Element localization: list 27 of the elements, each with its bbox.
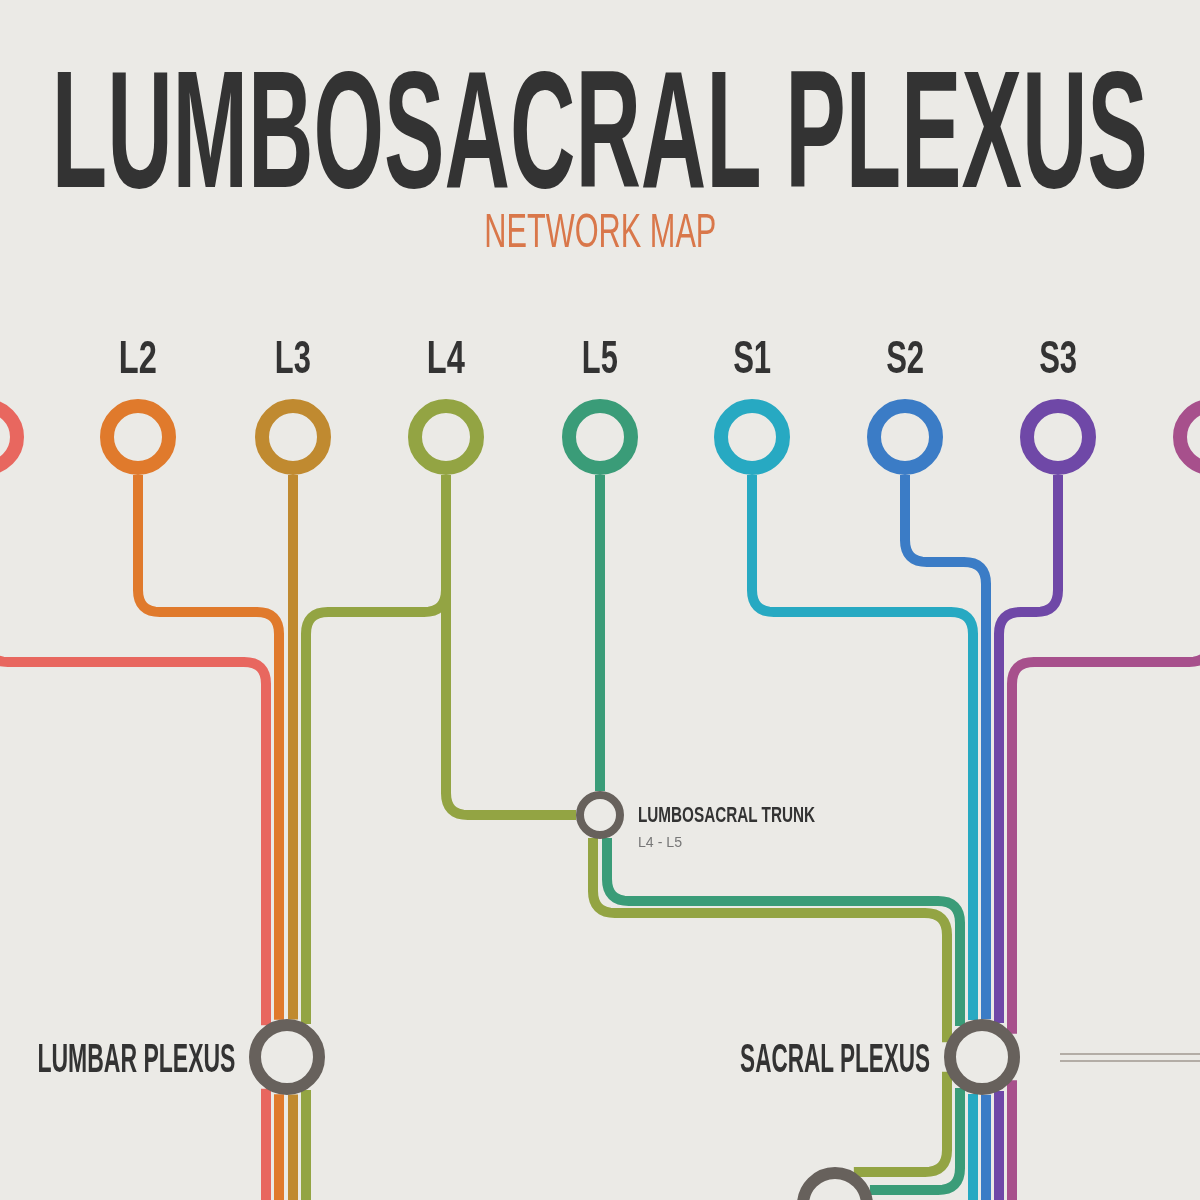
nerve-line bbox=[869, 1088, 965, 1195]
nerve-line bbox=[301, 1089, 311, 1200]
node-label: L3 bbox=[275, 334, 311, 380]
nerve-line bbox=[274, 1094, 284, 1200]
node-label: S1 bbox=[733, 334, 771, 380]
node-label: L5 bbox=[582, 334, 618, 380]
nerve-line bbox=[994, 1091, 1004, 1200]
nerve-line bbox=[981, 1094, 991, 1200]
node-label: SACRAL PLEXUS bbox=[740, 1037, 930, 1078]
nerve-line bbox=[853, 1071, 952, 1177]
nerve-line bbox=[133, 475, 284, 1020]
node-label: L4 bbox=[427, 334, 465, 380]
node-label: LUMBOSACRAL TRUNK bbox=[638, 804, 815, 827]
nerve-line bbox=[900, 475, 991, 1020]
node-sublabel: L4 - L5 bbox=[638, 835, 682, 849]
node-label: S2 bbox=[886, 334, 924, 380]
nerve-line bbox=[288, 475, 298, 1020]
nerve-line bbox=[1007, 1080, 1017, 1200]
node-label: S3 bbox=[1039, 334, 1077, 380]
nerve-line bbox=[968, 1093, 978, 1200]
node-label: LUMBAR PLEXUS bbox=[37, 1037, 235, 1078]
nerve-line bbox=[747, 475, 978, 1021]
nerve-line bbox=[994, 475, 1063, 1023]
nerve-line bbox=[595, 475, 605, 791]
nerve-line bbox=[288, 1094, 298, 1200]
node-label: L2 bbox=[119, 334, 157, 380]
nerve-line bbox=[261, 1088, 271, 1200]
